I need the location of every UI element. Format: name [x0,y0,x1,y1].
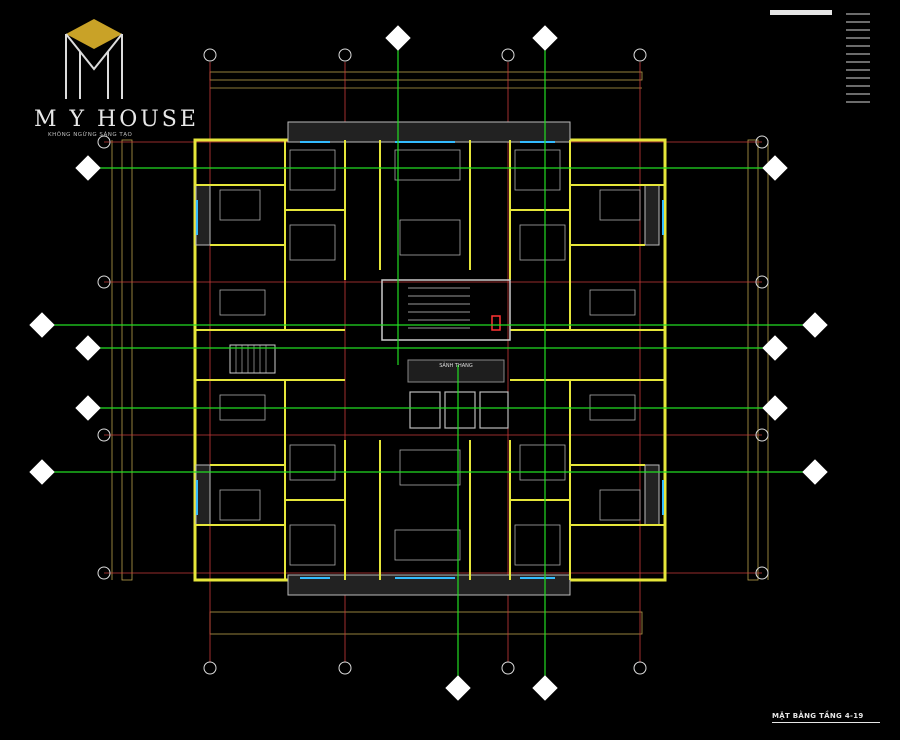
brand-name: M Y HOUSE [34,107,199,132]
section-lines [42,40,815,690]
dimension-lines [111,71,769,635]
legend-list [846,13,870,103]
lobby-label: SẢNH THANG [439,361,473,369]
brand-tagline: KHÔNG NGỪNG SÁNG TẠO [48,132,133,138]
house-logo-icon [65,19,123,99]
section-markers [29,25,828,701]
building-core [229,279,511,429]
building-outline [193,121,667,596]
plan-title: MẶT BẰNG TẦNG 4-19 [772,712,864,720]
legend-header [770,10,832,15]
grid-bubbles [97,48,769,675]
plan-title-underline [772,722,880,723]
furniture [219,149,641,566]
windows [196,141,664,579]
interior-walls [195,140,665,580]
brand-logo: M Y HOUSE KHÔNG NGỪNG SÁNG TẠO [14,14,196,138]
